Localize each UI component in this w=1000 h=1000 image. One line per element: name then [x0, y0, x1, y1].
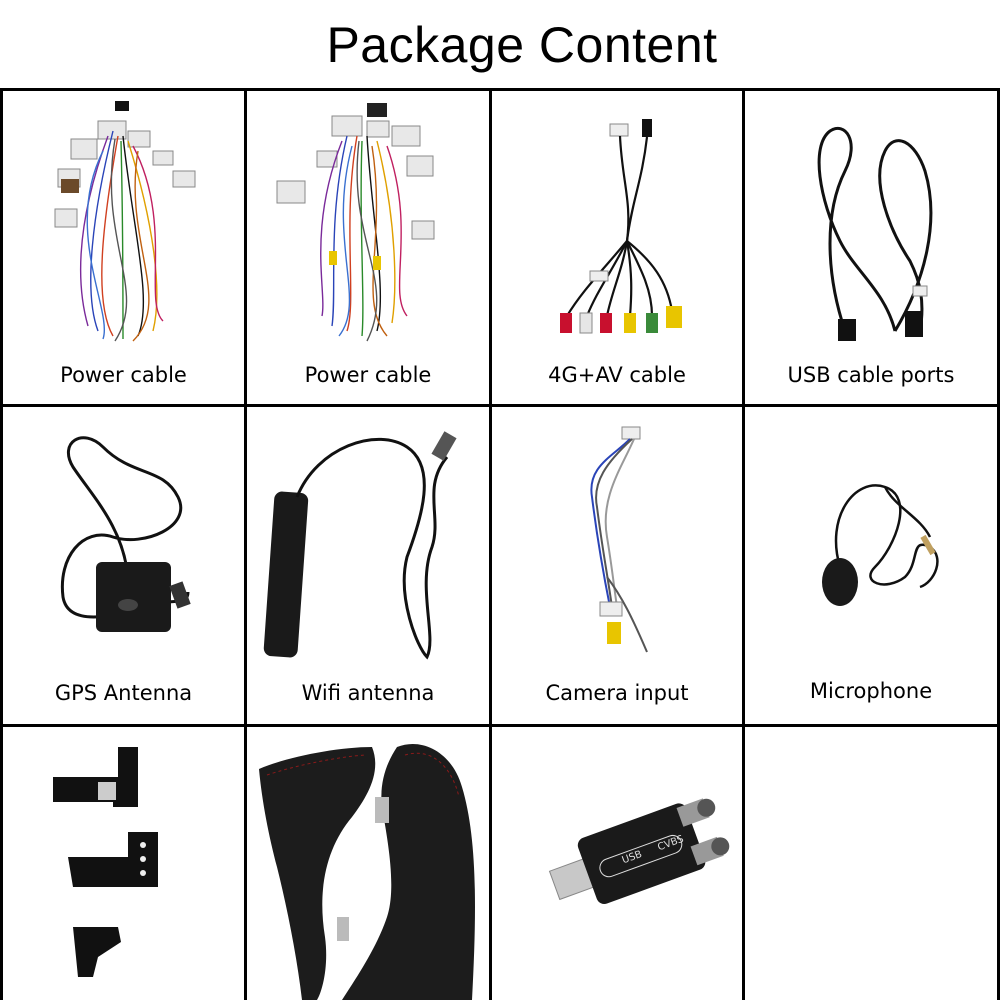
- item-power-cable-1: Power cable: [3, 91, 244, 404]
- grid-line: [997, 88, 1000, 1000]
- gps-antenna-icon: [60, 436, 191, 632]
- grid-line: [0, 88, 3, 1000]
- page-title: Package Content: [326, 17, 718, 73]
- grid-line: [742, 88, 745, 1000]
- item-trim-panels: [247, 727, 489, 1000]
- av-cable-icon: [560, 119, 682, 334]
- item-label: GPS Antenna: [54, 681, 193, 705]
- trim-panels-icon: [259, 743, 475, 1000]
- usb-cvbs-dongle-icon: USB CVBS: [548, 798, 730, 905]
- item-4g-av-cable: 4G+AV cable: [492, 91, 742, 404]
- item-mounting-brackets: [3, 727, 244, 1000]
- item-wifi-antenna: Wifi antenna: [247, 407, 489, 724]
- mounting-brackets-icon: [53, 747, 158, 977]
- item-power-cable-2: Power cable: [247, 91, 489, 404]
- grid-line: [244, 88, 247, 1000]
- item-usb-cvbs-dongle: USB CVBS: [492, 727, 742, 1000]
- item-label: Wifi antenna: [301, 681, 435, 705]
- grid-line: [0, 88, 1000, 91]
- usb-cable-icon: [817, 127, 933, 341]
- item-label: Power cable: [304, 363, 432, 387]
- item-gps-antenna: GPS Antenna: [3, 407, 244, 724]
- item-camera-input: Camera input: [492, 407, 742, 724]
- item-usb-cable-ports: USB cable ports: [745, 91, 997, 404]
- grid-line: [0, 724, 1000, 727]
- item-microphone: Microphone: [745, 407, 997, 724]
- camera-cable-icon: [590, 426, 648, 653]
- item-label: Microphone: [809, 679, 933, 703]
- item-label: 4G+AV cable: [548, 363, 686, 387]
- item-label: USB cable ports: [787, 363, 955, 387]
- wifi-antenna-icon: [263, 431, 457, 660]
- microphone-icon: [822, 484, 939, 606]
- item-label: Power cable: [60, 363, 187, 387]
- grid-line: [489, 88, 492, 1000]
- wire-harness-icon: [54, 101, 196, 342]
- item-label: Camera input: [545, 681, 689, 705]
- item-empty: [745, 727, 997, 1000]
- wire-harness-icon: [276, 103, 435, 342]
- grid-line: [0, 404, 1000, 407]
